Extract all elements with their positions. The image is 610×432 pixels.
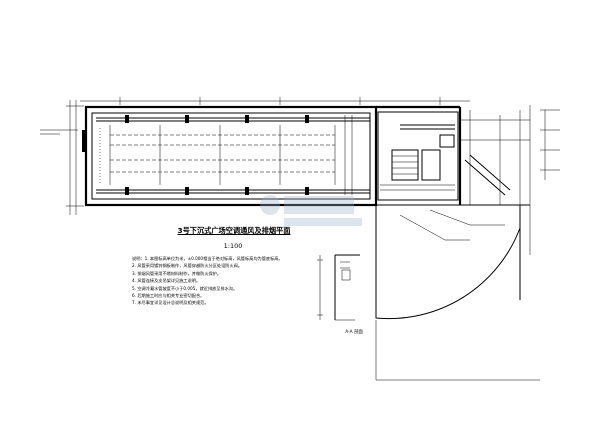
- note-line: 7. 未尽事宜详见设计总说明及相关规范。: [132, 300, 209, 306]
- note-line: 6. 后期施工时应与相关专业密切配合。: [132, 293, 205, 299]
- plaza-curve: [375, 205, 540, 381]
- note-line: 3. 排烟风管采用不燃材料制作，并做防火保护。: [132, 270, 222, 276]
- equipment-room: [377, 111, 459, 201]
- left-dimension-lines: [40, 100, 86, 215]
- plan-outline: [84, 105, 530, 207]
- section-title: A-A 剖面: [345, 330, 363, 335]
- note-line: 2. 风管采用镀锌钢板制作，风管穿越防火分区处设防火阀。: [132, 263, 243, 269]
- design-notes: 说明：1. 本图标高单位为米，±0.000相当于绝对标高，风管标高均为管底标高。…: [132, 255, 322, 307]
- note-line: 5. 空调冷凝水管坡度不小于0.005，就近排放至排水沟。: [132, 285, 238, 291]
- leader-lines: [399, 209, 505, 241]
- note-line: 4. 风管连接及支吊架详见施工说明。: [132, 278, 201, 284]
- top-dimension-line: [80, 97, 470, 105]
- plan-title: 3号下沉式广场空调通风及排烟平面: [177, 226, 291, 235]
- note-line: 说明：1. 本图标高单位为米，±0.000相当于绝对标高，风管标高均为管底标高。: [132, 256, 283, 261]
- right-detail-area: [460, 105, 560, 255]
- plan-scale: 1:100: [223, 242, 243, 250]
- diffusers: [125, 115, 309, 195]
- watermark: [260, 195, 362, 226]
- air-ducts: [96, 115, 370, 195]
- section-view: [317, 254, 360, 321]
